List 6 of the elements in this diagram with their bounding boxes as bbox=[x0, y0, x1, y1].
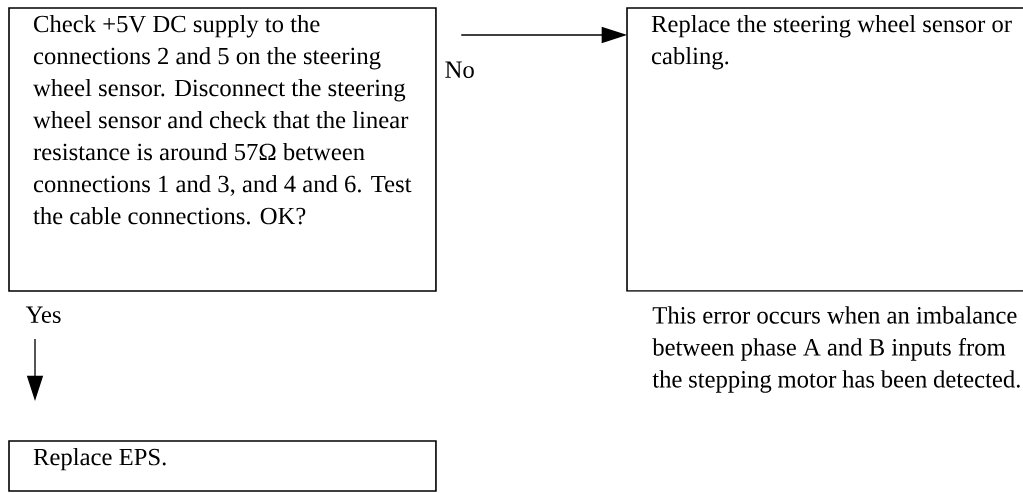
edge-label: Yes bbox=[24, 305, 63, 325]
edge-label: No bbox=[443, 60, 477, 80]
note-text: This error occurs when an imbalance between phase A and B inputs from the stepping motor has been detected. bbox=[652, 306, 1020, 393]
process-box: Replace EPS. bbox=[8, 440, 437, 492]
process-box: Replace the steering wheel sensor or cabling. bbox=[626, 7, 1023, 292]
process-box: Check +5V DC supply to the connections 2 and 5 on the steering wheel sensor. Disconnect the steering wheel sensor and check that the linear resistance is around 57Ω between connections 1 and 3, and 4 and 6. Test the cable connections. OK? bbox=[8, 7, 437, 292]
